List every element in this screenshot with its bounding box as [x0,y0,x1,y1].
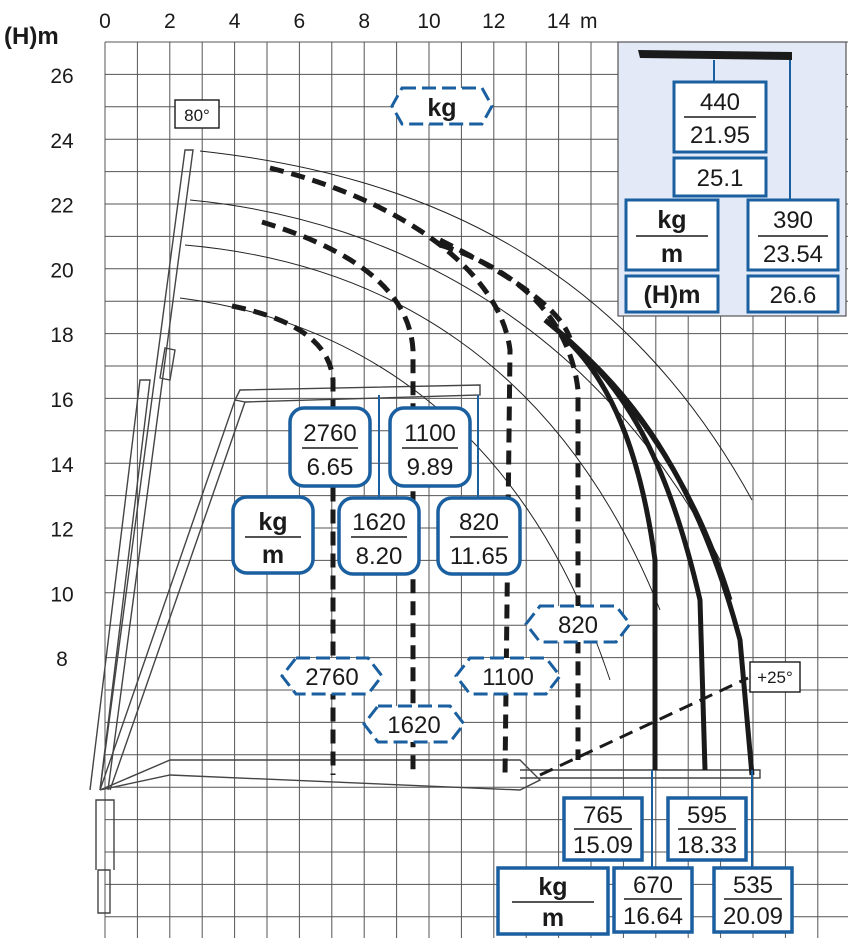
arc-2 [189,199,721,561]
x-tick-label: 6 [294,10,306,33]
svg-text:kg: kg [657,206,686,234]
svg-text:25.1: 25.1 [697,165,744,192]
y-axis-title: (H)m [4,23,59,50]
capacity-box-1620: 1620 8.20 [337,496,421,576]
boom-vertical [89,379,151,791]
curve-535 [543,318,733,601]
svg-text:15.09: 15.09 [573,832,633,859]
svg-text:2760: 2760 [303,420,356,447]
unit-legend-mid: kg m [231,495,315,575]
svg-text:+25°: +25° [757,668,793,687]
svg-text:1620: 1620 [387,712,440,739]
angle-min-box: +25° [749,661,801,693]
jib-box-595: 595 18.33 [666,796,748,862]
floor-label-820: 820 [524,604,632,644]
svg-text:1100: 1100 [404,420,456,447]
boom-horizontal [99,759,542,791]
jib-box-765: 765 15.09 [562,796,644,862]
svg-text:595: 595 [687,802,727,829]
capacity-box-1100: 1100 9.89 [388,406,472,488]
svg-text:820: 820 [459,509,499,536]
svg-text:6.65: 6.65 [307,454,354,481]
x-tick-label: 14 [547,10,571,33]
svg-text:16.64: 16.64 [623,903,683,930]
angle-25-line [539,676,749,777]
x-tick-label: 8 [358,10,370,33]
x-tick-label: 2 [164,10,176,33]
jib-box-535: 535 20.09 [712,866,794,934]
arc-3 [184,244,661,611]
x-tick-label: 4 [229,10,241,33]
jib-curves [543,318,755,776]
x-tick-label: 0 [99,10,111,33]
jib-tip-icon [638,50,792,60]
svg-text:670: 670 [633,872,673,899]
svg-text:820: 820 [558,612,598,639]
reach-arcs [179,150,753,681]
y-tick-label: 26 [50,65,73,88]
svg-text:1100: 1100 [482,664,534,691]
y-tick-label: 18 [50,324,73,347]
svg-text:80°: 80° [184,106,210,125]
svg-text:535: 535 [733,872,773,899]
curve-595 [563,336,755,776]
arc-1 [199,150,753,501]
svg-text:8.20: 8.20 [356,543,403,570]
y-tick-label: 24 [50,130,74,153]
svg-text:26.6: 26.6 [770,282,817,309]
boom-mid [99,399,246,791]
y-tick-label: 10 [50,583,73,606]
jib-box-670: 670 16.64 [612,866,694,934]
capacity-box-820: 820 11.65 [436,496,522,576]
kg-hex-label: kg [390,86,494,126]
y-tick-label: 20 [50,259,73,282]
y-tick-label: 14 [50,454,74,477]
x-tick-label: 12 [482,10,505,33]
curve-2760 [231,303,336,775]
svg-text:765: 765 [583,802,623,829]
crane-structure [89,149,761,914]
svg-text:kg: kg [258,508,287,536]
x-axis-ticks: 0 2 4 6 8 10 12 14 [99,10,570,33]
svg-text:390: 390 [773,207,813,234]
svg-text:440: 440 [700,89,740,116]
x-axis-title: m [580,10,598,33]
floor-label-2760: 2760 [280,656,384,696]
capacity-box-2760: 2760 6.65 [288,406,372,488]
jib-curve-dash-top [438,237,573,339]
tip-inset-panel: 440 21.95 25.1 kg m 390 23.54 (H)m 26.6 [617,41,847,317]
svg-text:kg: kg [538,873,567,901]
capacity-leaders [378,395,753,868]
curve-1620 [261,219,416,775]
x-tick-label: 10 [417,10,440,33]
svg-text:9.89: 9.89 [407,454,454,481]
crane-mast [97,869,111,914]
svg-text:11.65: 11.65 [450,543,508,570]
y-axis-ticks: 26 24 22 20 18 16 14 12 10 8 [50,65,74,671]
angle-max-box: 80° [174,99,220,129]
svg-text:m: m [661,240,683,268]
floor-label-1100: 1100 [454,656,562,696]
svg-text:(H)m: (H)m [644,281,701,309]
svg-text:1620: 1620 [352,509,405,536]
svg-text:kg: kg [427,94,456,122]
svg-text:m: m [262,541,284,569]
y-tick-label: 8 [56,648,68,671]
grid [104,41,848,938]
floor-label-1620: 1620 [362,704,466,744]
y-tick-label: 22 [50,195,73,218]
svg-text:21.95: 21.95 [690,122,750,149]
unit-legend-bottom: kg m [496,866,610,936]
svg-text:20.09: 20.09 [723,903,783,930]
arc-4 [179,297,611,681]
svg-text:m: m [542,904,564,932]
svg-text:23.54: 23.54 [763,241,823,268]
svg-text:2760: 2760 [305,664,358,691]
y-tick-label: 16 [50,389,73,412]
y-tick-label: 12 [50,519,73,542]
svg-text:18.33: 18.33 [677,832,737,859]
